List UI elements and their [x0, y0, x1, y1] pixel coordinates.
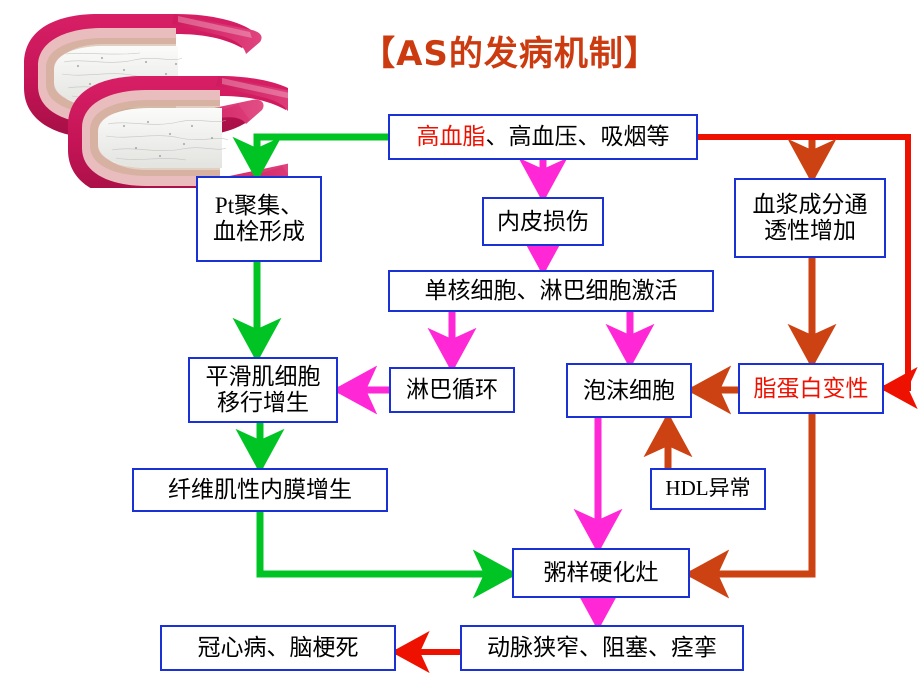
- edge-risk-to-platelet: [232, 133, 388, 182]
- node-label: HDL异常: [665, 476, 751, 501]
- node-label: 纤维肌性内膜增生: [168, 477, 352, 503]
- node-label: 内皮损伤: [497, 208, 589, 234]
- node-label: 脂蛋白变性: [753, 375, 869, 401]
- node-plasma-permeability[interactable]: 血浆成分通 透性增加: [734, 178, 886, 258]
- node-outcome[interactable]: 冠心病、脑梗死: [160, 625, 396, 671]
- edge-fibromuscular-to-atheroma: [256, 512, 518, 599]
- node-lymph-circulation[interactable]: 淋巴循环: [389, 367, 515, 413]
- page-title: 【AS的发病机制】: [361, 33, 659, 74]
- node-foam-cell[interactable]: 泡沫细胞: [566, 363, 692, 418]
- risk-factors-black-text: 、高血压、吸烟等: [485, 124, 670, 150]
- node-monocyte-lymphocyte[interactable]: 单核细胞、淋巴细胞激活: [388, 270, 714, 312]
- node-atheroma[interactable]: 粥样硬化灶: [512, 548, 690, 598]
- edge-lipoprotein-to-atheroma: [684, 414, 816, 599]
- risk-factors-red-text: 高血脂: [416, 124, 486, 150]
- node-label: 淋巴循环: [406, 377, 498, 403]
- node-label: 单核细胞、淋巴细胞激活: [424, 278, 678, 304]
- node-platelet-thrombus[interactable]: Pt聚集、 血栓形成: [196, 176, 322, 262]
- node-endothelial-injury[interactable]: 内皮损伤: [482, 197, 604, 246]
- node-lipoprotein-degeneration[interactable]: 脂蛋白变性: [738, 363, 884, 414]
- node-label: Pt聚集、 血栓形成: [213, 193, 305, 244]
- edge-risk-trunk-right: [698, 134, 918, 409]
- node-risk-factors[interactable]: 高血脂、高血压、吸烟等: [388, 114, 698, 160]
- node-stenosis[interactable]: 动脉狭窄、阻塞、痉挛: [460, 625, 744, 671]
- node-label: 粥样硬化灶: [543, 560, 659, 586]
- node-label: 动脉狭窄、阻塞、痉挛: [487, 635, 717, 661]
- node-fibromuscular-intima[interactable]: 纤维肌性内膜增生: [132, 468, 388, 512]
- node-smooth-muscle[interactable]: 平滑肌细胞 移行增生: [188, 357, 338, 423]
- node-label: 血浆成分通 透性增加: [752, 192, 868, 243]
- node-hdl-abnormal[interactable]: HDL异常: [650, 468, 766, 510]
- node-label: 冠心病、脑梗死: [197, 635, 359, 661]
- node-label: 平滑肌细胞 移行增生: [205, 364, 321, 415]
- node-label: 泡沫细胞: [583, 377, 675, 403]
